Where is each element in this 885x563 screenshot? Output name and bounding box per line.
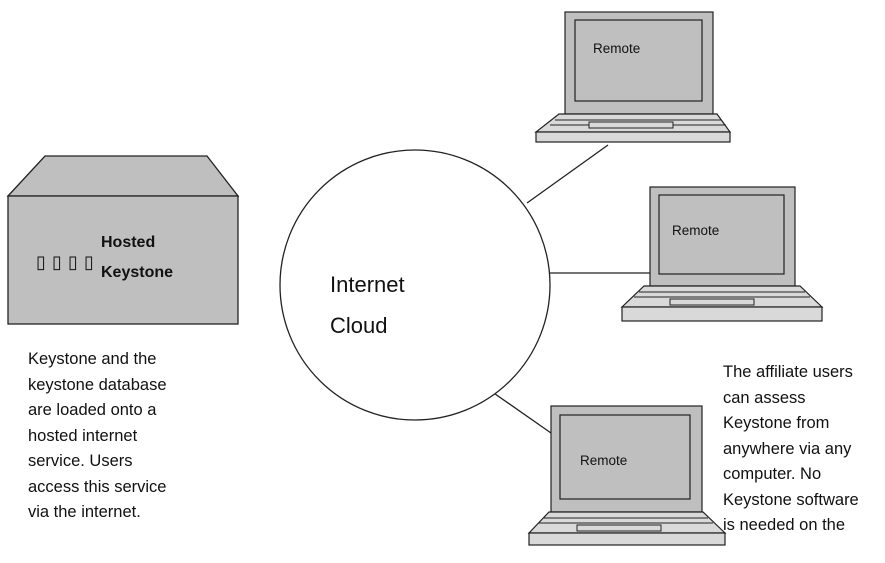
cloud-label-line1: Internet	[330, 272, 405, 297]
caption-line: hosted internet	[28, 426, 138, 445]
cloud-circle	[279, 149, 551, 421]
connection-line-bottom	[487, 388, 552, 434]
remote-laptop-2: Remote	[620, 186, 824, 322]
indicator-light-2: ▯	[52, 252, 62, 273]
laptop-base	[621, 306, 823, 322]
caption-line: anywhere via any	[723, 439, 852, 458]
caption-line: service. Users	[28, 452, 133, 470]
caption-line: keystone database	[28, 375, 167, 394]
laptop-touchpad	[576, 524, 662, 532]
indicator-light-1: ▯	[36, 252, 46, 273]
cloud-label-line2: Cloud	[330, 313, 387, 338]
internet-cloud: Internet Cloud	[279, 149, 551, 421]
network-connections	[487, 144, 650, 434]
hosted-service-caption: Keystone and the keystone database are l…	[28, 347, 167, 526]
server-label-line2: Keystone	[101, 264, 173, 281]
caption-line: via the internet.	[28, 503, 141, 521]
caption-line: access this service	[28, 477, 167, 496]
remote-label: Remote	[580, 453, 627, 468]
caption-line: Keystone from	[723, 414, 830, 432]
caption-line: The affiliate users	[723, 363, 853, 381]
server-label-line1: Hosted	[101, 234, 155, 251]
laptop-base	[528, 532, 726, 546]
server-indicator-lights: ▯ ▯ ▯ ▯	[36, 252, 94, 273]
remote-label: Remote	[672, 223, 719, 238]
laptop-touchpad	[669, 298, 755, 306]
remote-label: Remote	[593, 41, 640, 56]
indicator-light-4: ▯	[84, 252, 94, 273]
affiliate-users-caption: The affiliate users can assess Keystone …	[723, 360, 859, 539]
caption-line: Keystone and the	[28, 350, 157, 368]
remote-laptop-3: Remote	[527, 405, 727, 546]
caption-line: can assess	[723, 388, 806, 407]
laptop-screen	[559, 414, 691, 500]
hosted-server: ▯ ▯ ▯ ▯ Hosted Keystone	[6, 155, 240, 325]
server-body	[7, 195, 239, 325]
connection-line-top	[526, 144, 609, 204]
caption-line: are loaded onto a	[28, 401, 157, 419]
laptop-touchpad	[588, 121, 674, 129]
caption-line: is needed on the	[723, 516, 846, 534]
caption-line: Keystone software	[723, 490, 859, 509]
indicator-light-3: ▯	[68, 252, 78, 273]
server-roof	[6, 155, 240, 197]
laptop-screen	[574, 19, 703, 102]
caption-line: computer. No	[723, 465, 822, 483]
laptop-screen	[658, 194, 785, 275]
remote-laptop-1: Remote	[534, 11, 732, 143]
laptop-base	[535, 131, 731, 143]
